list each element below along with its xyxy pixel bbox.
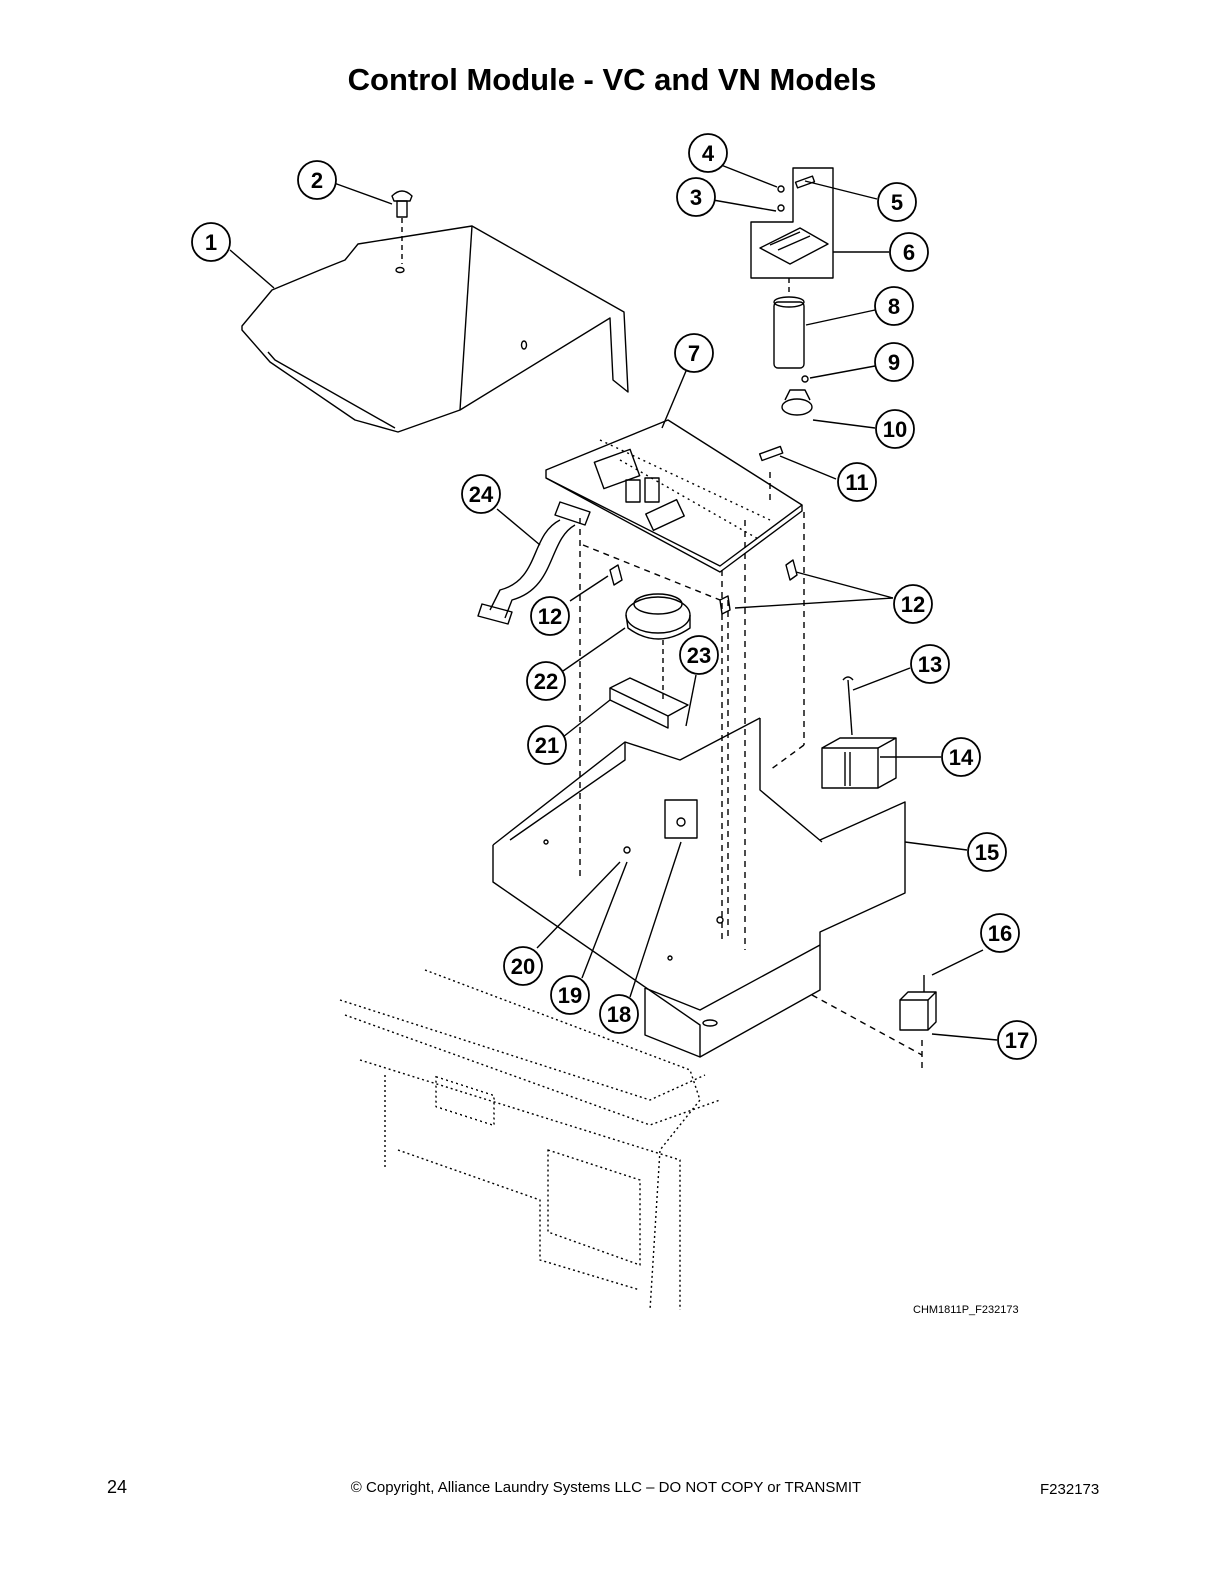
callout-4: 4 (688, 133, 728, 173)
leader-lines (229, 162, 998, 1041)
transformer (821, 737, 897, 789)
svg-text:10: 10 (883, 417, 907, 442)
callout-19: 19 (550, 975, 590, 1015)
svg-text:17: 17 (1005, 1028, 1029, 1053)
callout-12-right: 12 (893, 584, 933, 624)
page-title: Control Module - VC and VN Models (347, 62, 877, 97)
callout-13: 13 (910, 644, 950, 684)
svg-text:2: 2 (311, 168, 323, 193)
callout-9: 9 (874, 342, 914, 382)
svg-text:15: 15 (975, 840, 999, 865)
callout-2: 2 (297, 160, 337, 200)
callout-16: 16 (980, 913, 1020, 953)
callout-15: 15 (967, 832, 1007, 872)
long-screw (842, 676, 854, 736)
screw (391, 190, 413, 264)
callout-20: 20 (503, 946, 543, 986)
callout-18: 18 (599, 994, 639, 1034)
svg-text:20: 20 (511, 954, 535, 979)
standoffs (609, 559, 798, 615)
svg-text:5: 5 (891, 190, 903, 215)
relay (899, 975, 937, 1031)
callout-23: 23 (679, 635, 719, 675)
callout-10: 10 (875, 409, 915, 449)
svg-text:13: 13 (918, 652, 942, 677)
copyright-notice: © Copyright, Alliance Laundry Systems LL… (350, 1479, 862, 1496)
svg-text:1: 1 (205, 230, 217, 255)
svg-text:23: 23 (687, 643, 711, 668)
callout-24: 24 (461, 474, 501, 514)
svg-text:4: 4 (702, 141, 715, 166)
capacitor (773, 278, 805, 369)
callout-11: 11 (837, 462, 877, 502)
drawing-code: CHM1811P_F232173 (913, 1304, 1019, 1316)
svg-text:19: 19 (558, 983, 582, 1008)
svg-text:12: 12 (901, 592, 925, 617)
svg-text:9: 9 (888, 350, 900, 375)
fuse (758, 445, 784, 462)
page-number: 24 (107, 1477, 128, 1497)
callouts: 1 2 3 4 5 6 7 8 9 10 11 12 12 13 14 15 1… (191, 133, 1037, 1060)
control-housing (492, 717, 906, 1058)
machine-front-panel-outline (339, 969, 721, 1311)
ribbon-cable (477, 501, 591, 625)
assembly-guide-lines (579, 472, 923, 1068)
svg-text:11: 11 (845, 470, 868, 495)
svg-text:6: 6 (903, 240, 915, 265)
callout-7: 7 (674, 333, 714, 373)
svg-text:22: 22 (534, 669, 558, 694)
callout-17: 17 (997, 1020, 1037, 1060)
callout-6: 6 (889, 232, 929, 272)
svg-text:3: 3 (690, 185, 702, 210)
callout-5: 5 (877, 182, 917, 222)
document-id: F232173 (1040, 1481, 1100, 1498)
selector-switch (625, 593, 691, 700)
callout-14: 14 (941, 737, 981, 777)
capacitor-clamp (781, 375, 813, 416)
callout-21: 21 (527, 725, 567, 765)
callout-1: 1 (191, 222, 231, 262)
svg-text:18: 18 (607, 1002, 631, 1027)
svg-text:24: 24 (469, 482, 494, 507)
small-pcb-assembly (750, 167, 834, 279)
callout-8: 8 (874, 286, 914, 326)
svg-text:14: 14 (949, 745, 974, 770)
svg-text:16: 16 (988, 921, 1012, 946)
svg-text:8: 8 (888, 294, 900, 319)
callout-12-left: 12 (530, 596, 570, 636)
main-control-board (545, 419, 803, 573)
svg-text:12: 12 (538, 604, 562, 629)
svg-text:7: 7 (688, 341, 700, 366)
svg-text:21: 21 (535, 733, 559, 758)
bracket (609, 677, 689, 729)
callout-3: 3 (676, 177, 716, 217)
callout-22: 22 (526, 661, 566, 701)
cover-panel (241, 225, 629, 433)
